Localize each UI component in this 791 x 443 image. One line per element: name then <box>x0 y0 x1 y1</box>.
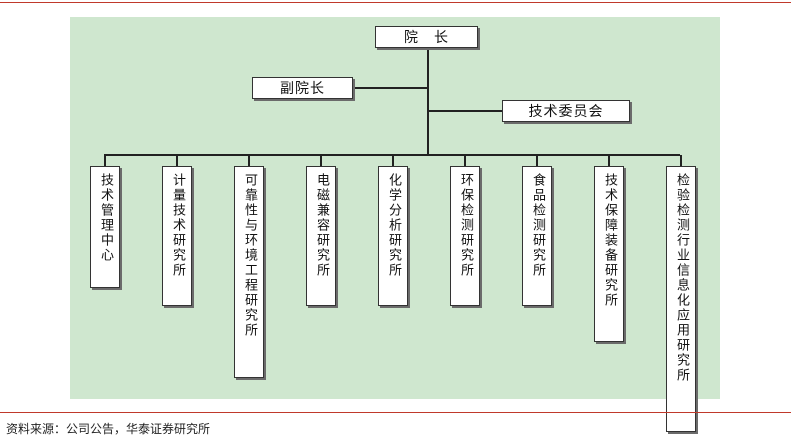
vice-president-box: 副院长 <box>252 77 353 99</box>
unit-box: 可靠性与环境工程研究所 <box>234 166 264 378</box>
unit-box: 计量技术研究所 <box>162 166 192 306</box>
technical-committee-label: 技术委员会 <box>528 104 604 120</box>
technical-committee-box: 技术委员会 <box>502 100 630 122</box>
unit-label: 电磁兼容研究所 <box>314 173 329 278</box>
unit-box: 技术保障装备研究所 <box>594 166 624 342</box>
unit-label: 技术管理中心 <box>98 173 113 263</box>
unit-label: 环保检测研究所 <box>458 173 473 278</box>
unit-box: 检验检测行业信息化应用研究所 <box>666 166 696 432</box>
vice-president-label: 副院长 <box>280 81 325 97</box>
header-rule <box>0 2 791 3</box>
unit-box: 食品检测研究所 <box>522 166 552 306</box>
unit-label: 技术保障装备研究所 <box>602 173 617 308</box>
unit-label: 计量技术研究所 <box>170 173 185 278</box>
unit-label: 可靠性与环境工程研究所 <box>242 173 257 338</box>
source-note: 资料来源：公司公告，华泰证券研究所 <box>6 422 211 436</box>
footer-rule <box>0 412 791 413</box>
unit-drop-lines <box>104 155 682 166</box>
unit-label: 食品检测研究所 <box>530 173 545 278</box>
president-box: 院 长 <box>375 26 478 48</box>
unit-box: 环保检测研究所 <box>450 166 480 306</box>
unit-box: 技术管理中心 <box>90 166 120 288</box>
president-label: 院 长 <box>404 30 449 46</box>
unit-box: 化学分析研究所 <box>378 166 408 306</box>
unit-box: 电磁兼容研究所 <box>306 166 336 306</box>
unit-label: 化学分析研究所 <box>386 173 401 278</box>
unit-label: 检验检测行业信息化应用研究所 <box>674 173 689 383</box>
